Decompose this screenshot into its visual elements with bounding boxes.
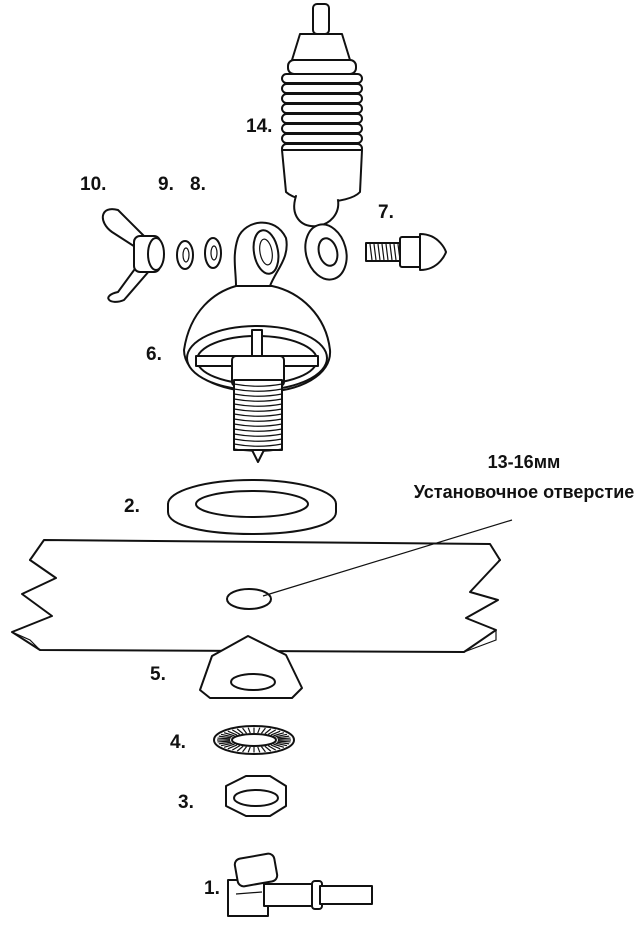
hole-size-label: 13-16мм bbox=[488, 452, 561, 472]
washer-tooth bbox=[217, 740, 231, 743]
washer-tooth bbox=[273, 732, 285, 737]
washer-tooth bbox=[257, 727, 261, 734]
washer-tooth bbox=[223, 743, 235, 748]
washer-tooth bbox=[227, 730, 238, 736]
washer-tooth bbox=[218, 735, 232, 739]
stud-thread bbox=[233, 428, 283, 432]
spring-coil bbox=[281, 83, 363, 94]
spring-coil bbox=[281, 103, 363, 114]
washer-tooth bbox=[276, 741, 290, 745]
spring-coil bbox=[281, 113, 363, 124]
washer-tooth bbox=[270, 730, 281, 736]
label-part-14: 14. bbox=[246, 116, 272, 137]
label-part-1: 1. bbox=[204, 878, 220, 899]
washer-tooth bbox=[223, 732, 235, 737]
wing-nut-part bbox=[102, 208, 165, 303]
washer-tooth bbox=[270, 744, 281, 750]
washer-tooth bbox=[267, 745, 277, 751]
washer-tooth bbox=[242, 746, 248, 753]
washer-tooth bbox=[247, 746, 251, 753]
washer-tooth bbox=[276, 735, 290, 739]
washer-tooth bbox=[257, 746, 261, 753]
stud-thread bbox=[233, 383, 283, 387]
label-part-9: 9. bbox=[158, 174, 174, 195]
stud-thread bbox=[233, 398, 283, 402]
gasket-part bbox=[167, 479, 337, 535]
label-part-2: 2. bbox=[124, 496, 140, 517]
washer-tooth bbox=[218, 741, 232, 745]
mounting-hole-label: Установочное отверстие bbox=[414, 482, 635, 502]
stud-thread bbox=[233, 418, 283, 422]
stud-thread bbox=[233, 423, 283, 427]
label-part-4: 4. bbox=[170, 732, 186, 753]
mount-base-part bbox=[183, 221, 332, 463]
antenna-spring-part bbox=[281, 3, 363, 281]
washer-tooth bbox=[260, 727, 266, 734]
spring-coil bbox=[281, 93, 363, 104]
bolt-thread bbox=[381, 243, 385, 261]
washer-tooth bbox=[275, 742, 288, 747]
label-part-8: 8. bbox=[190, 174, 206, 195]
washer-tooth bbox=[217, 737, 231, 740]
cable-connector-part bbox=[227, 852, 373, 917]
flat-washer-part bbox=[204, 237, 222, 269]
mounting-panel bbox=[11, 519, 513, 653]
bolt-thread bbox=[373, 243, 377, 261]
washer-tooth bbox=[275, 733, 288, 738]
label-part-7: 7. bbox=[378, 202, 394, 223]
bolt-thread bbox=[369, 243, 373, 261]
stud-thread bbox=[233, 393, 283, 397]
washer-tooth bbox=[227, 744, 238, 750]
stud-thread bbox=[233, 413, 283, 417]
stud-thread bbox=[233, 433, 283, 437]
bolt-thread bbox=[385, 243, 389, 261]
label-part-6: 6. bbox=[146, 344, 162, 365]
washer-tooth bbox=[231, 745, 241, 751]
washer-tooth bbox=[264, 745, 272, 752]
washer-tooth bbox=[277, 740, 291, 743]
washer-tooth bbox=[273, 743, 285, 748]
spike-plate-part bbox=[199, 635, 303, 699]
lock-washer-part bbox=[213, 725, 295, 755]
washer-tooth bbox=[264, 728, 272, 735]
washer-tooth bbox=[220, 742, 233, 747]
bolt-thread bbox=[389, 243, 393, 261]
bolt-part bbox=[365, 233, 447, 271]
spring-coil bbox=[281, 123, 363, 134]
stud-thread bbox=[233, 408, 283, 412]
split-washer-part bbox=[176, 240, 194, 270]
label-part-5: 5. bbox=[150, 664, 166, 685]
label-part-10: 10. bbox=[80, 174, 106, 195]
washer-tooth bbox=[236, 728, 244, 735]
washer-tooth bbox=[231, 729, 241, 735]
washer-tooth bbox=[242, 727, 248, 734]
washer-tooth bbox=[236, 745, 244, 752]
label-part-3: 3. bbox=[178, 792, 194, 813]
stud-thread bbox=[233, 403, 283, 407]
washer-tooth bbox=[260, 746, 266, 753]
bolt-thread bbox=[393, 243, 397, 261]
washer-tooth bbox=[277, 737, 291, 740]
washer-tooth bbox=[247, 727, 251, 734]
stud-thread bbox=[233, 438, 283, 442]
hex-nut-part bbox=[225, 775, 287, 817]
stud-thread bbox=[233, 443, 283, 447]
washer-tooth bbox=[220, 733, 233, 738]
stud-thread bbox=[233, 388, 283, 392]
spring-coil bbox=[281, 73, 363, 84]
washer-tooth bbox=[267, 729, 277, 735]
spring-coil bbox=[281, 133, 363, 144]
bolt-thread bbox=[377, 243, 381, 261]
